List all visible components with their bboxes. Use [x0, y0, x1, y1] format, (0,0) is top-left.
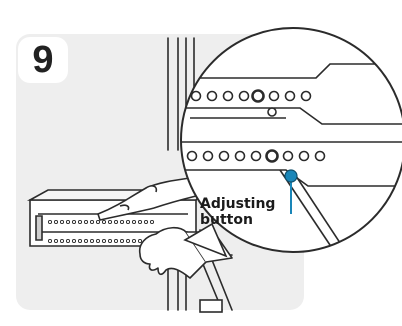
callout-label-line1: Adjusting — [200, 196, 275, 212]
callout-label-line2: button — [200, 212, 253, 228]
step-number-badge: 9 — [18, 37, 68, 83]
